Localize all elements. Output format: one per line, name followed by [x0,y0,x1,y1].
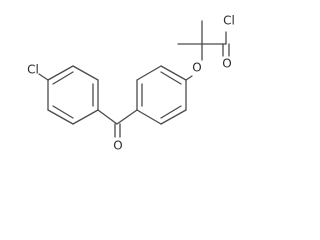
bond [116,109,138,125]
bond [160,65,187,81]
bond [38,73,49,81]
bond [136,65,162,81]
acyl-chlorine-label: Cl [223,14,235,28]
bond [97,109,118,125]
chlorine-left-label: Cl [27,63,39,77]
carbonyl-oxygen-label: O [113,139,122,153]
double-bond-inner [160,71,182,85]
ether-oxygen-label: O [192,61,201,75]
chlorophenyl-ring [47,65,99,125]
bond [47,65,74,81]
side-chain [177,20,230,81]
ketone-bridge [97,109,138,138]
bond [72,65,99,81]
acyl-oxygen-label: O [222,57,231,71]
molecule-structure: Cl O O O Cl [27,14,235,153]
phenyl-ring [136,65,187,125]
atom-labels: Cl O O O Cl [27,14,235,153]
double-bond-inner [52,71,74,85]
double-bond-inner [52,105,74,119]
bond [47,109,74,125]
bond [160,109,187,125]
bond [185,75,193,81]
double-bond-inner [160,105,182,119]
bond [136,109,162,125]
bond [72,109,99,125]
